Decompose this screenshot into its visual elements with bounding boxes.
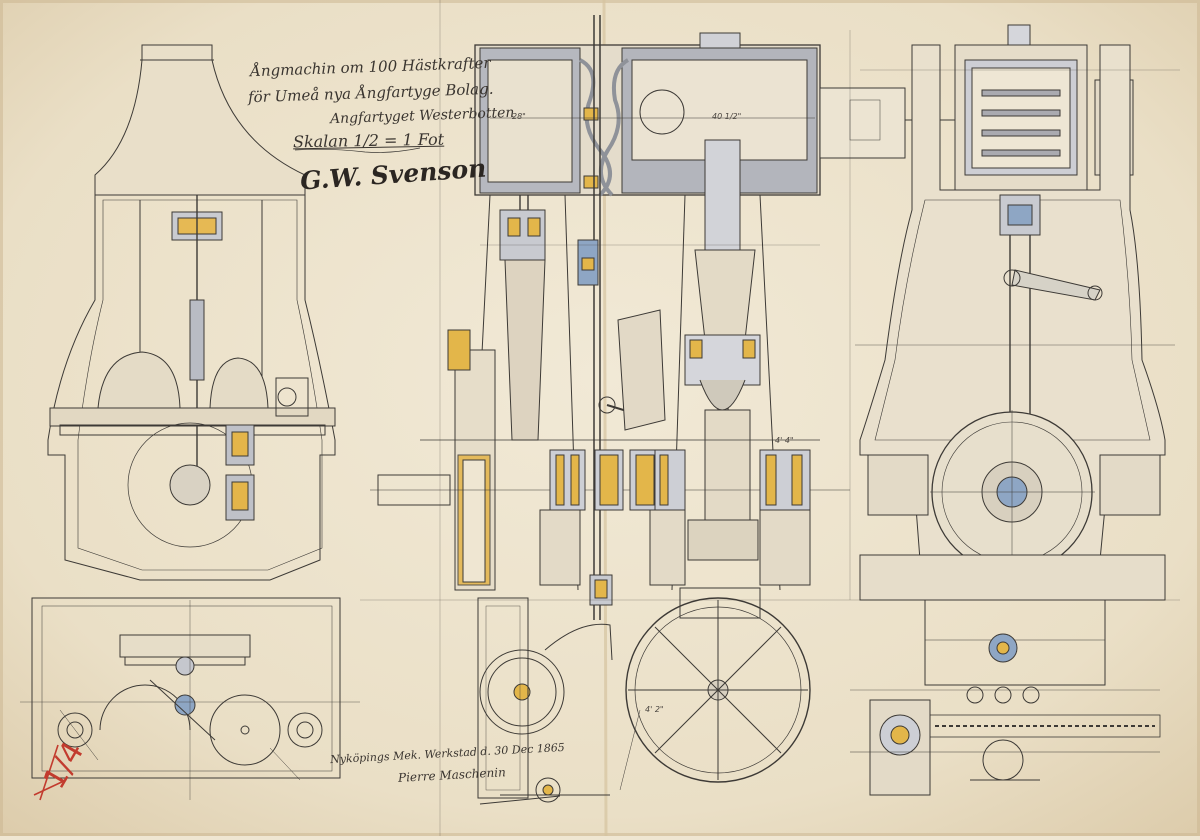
dimension-label: 4' 2"	[645, 705, 664, 714]
dimension-label: 28"	[512, 112, 526, 121]
dimension-label: 40 1/2"	[712, 112, 742, 121]
scale-label: Skalan 1/2 = 1 Fot	[292, 129, 445, 152]
sheet-number-mark	[33, 744, 67, 801]
construction-lines	[360, 0, 1180, 836]
scale-flourish	[294, 147, 421, 153]
right-side-elevation	[819, 24, 1175, 796]
left-end-elevation	[20, 44, 360, 800]
center-longitudinal-section	[370, 15, 850, 805]
dimension-label: 4' 4"	[775, 436, 794, 445]
